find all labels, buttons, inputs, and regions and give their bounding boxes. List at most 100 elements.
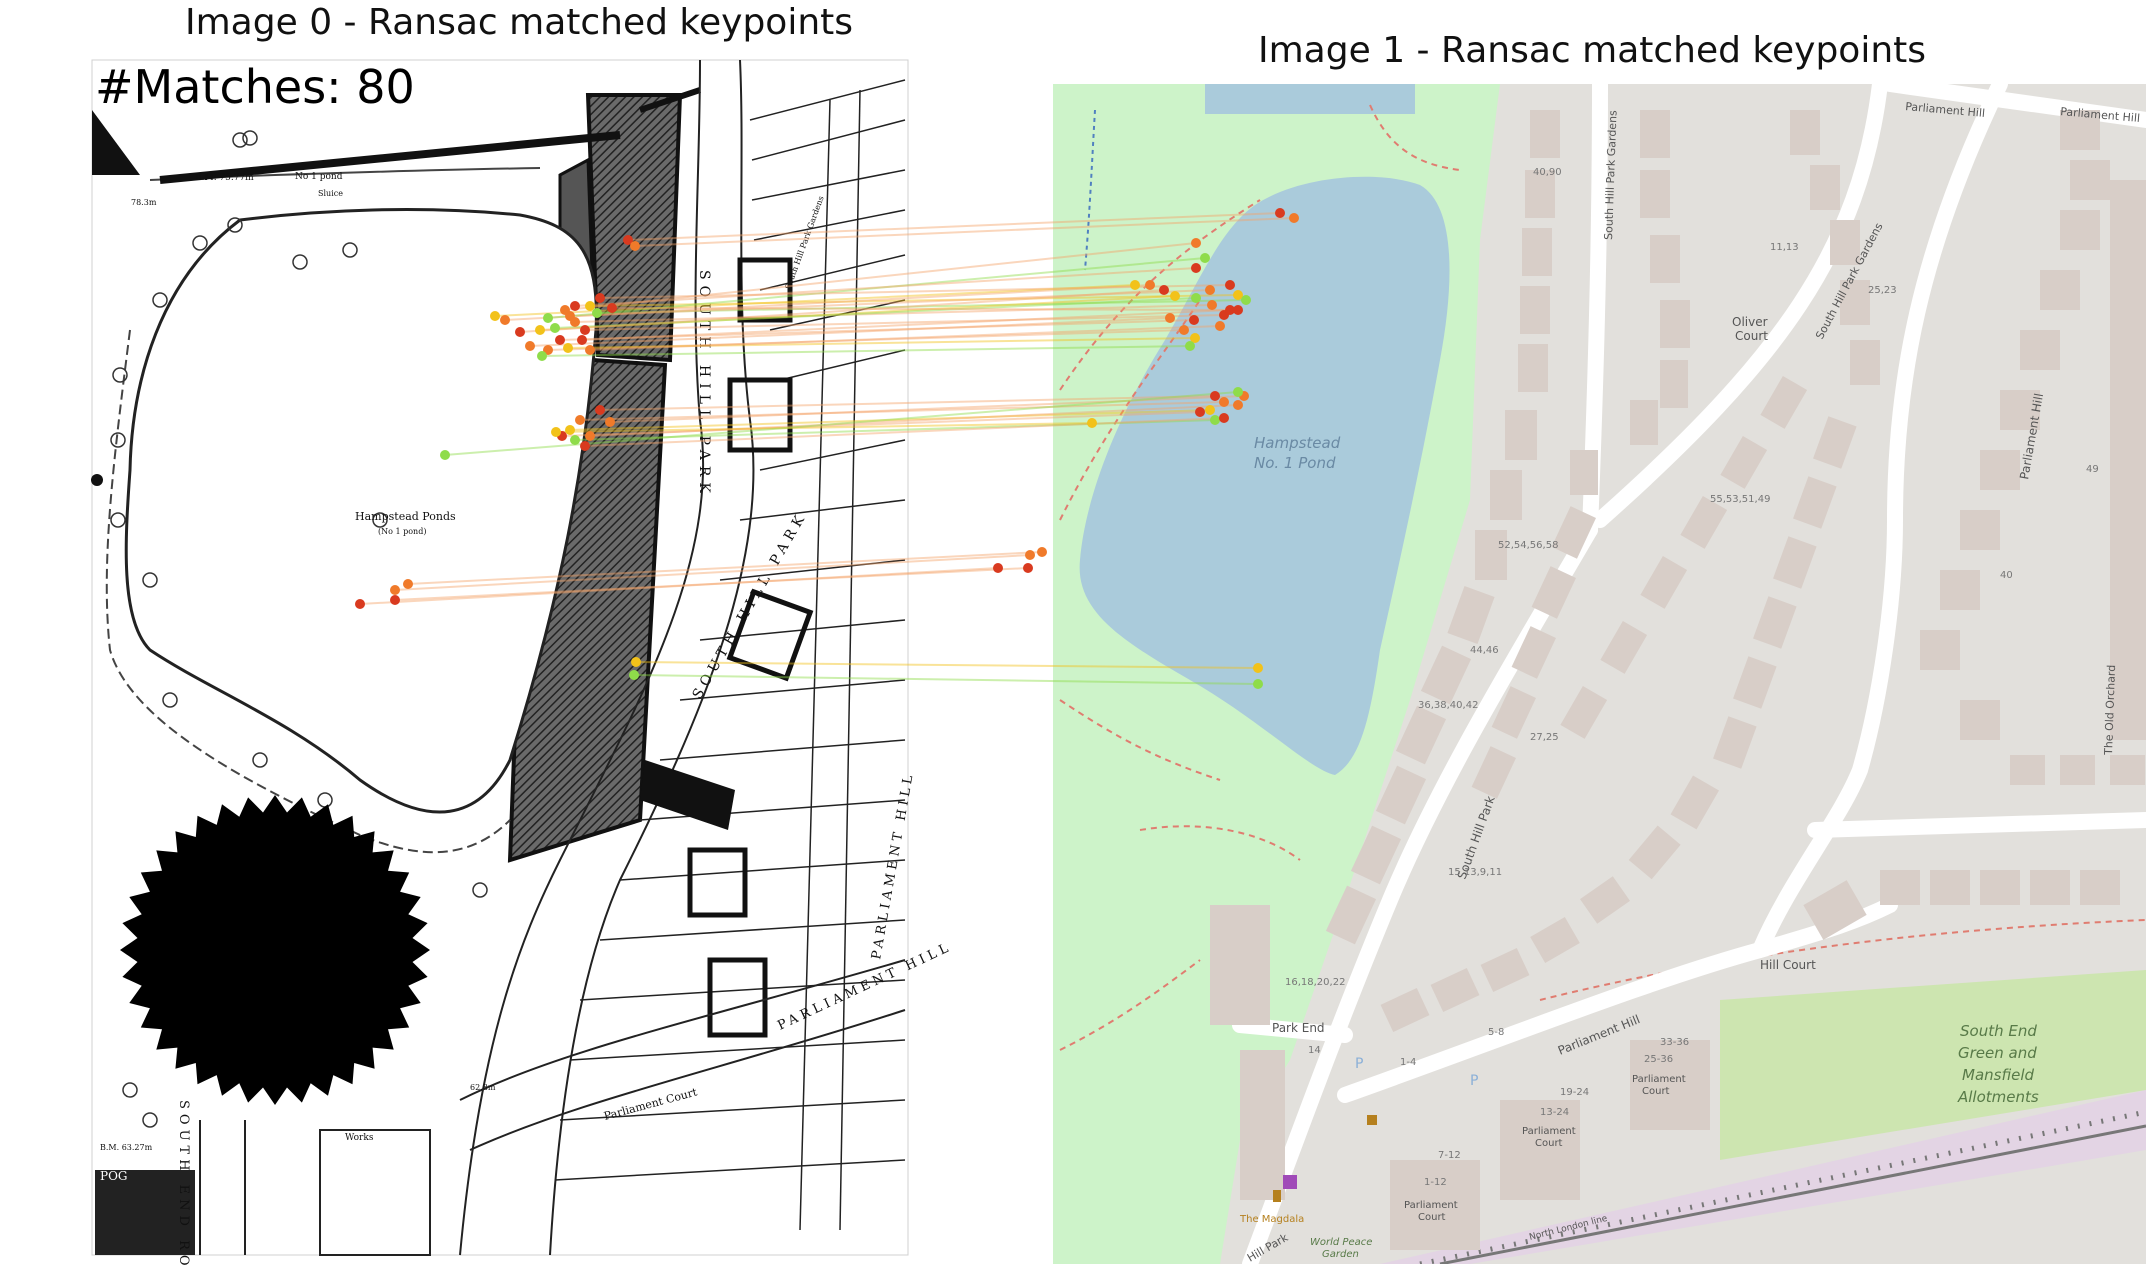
osm-house-numbers: 40,90 11,13 25,23 55,53,51,49 52,54,56,5… [1285,167,2099,1188]
keypoint [595,405,605,415]
keypoint [563,343,573,353]
match-line [567,337,1196,349]
osm-parl-court-1: Parliament [1632,1074,1686,1085]
keypoint [1210,415,1220,425]
osm-allotments-4: Allotments [1957,1088,2039,1106]
image0-title: Image 0 - Ransac matched keypoints [185,2,854,43]
keypoint [1130,280,1140,290]
svg-text:7-12: 7-12 [1438,1150,1461,1161]
svg-text:55,53,51,49: 55,53,51,49 [1710,494,1770,505]
match-line [633,674,1259,685]
old-road-south-hill-park: SOUTH HILL PARK [696,270,712,499]
keypoint [1225,305,1235,315]
svg-text:5-8: 5-8 [1488,1027,1504,1038]
keypoint [390,585,400,595]
svg-text:25,23: 25,23 [1868,285,1897,296]
svg-text:1-4: 1-4 [1400,1057,1416,1068]
keypoint [1170,291,1180,301]
osm-parl-court-1b: Court [1642,1086,1670,1097]
svg-text:16,18,20,22: 16,18,20,22 [1285,977,1345,988]
keypoint [570,435,580,445]
keypoint [1215,321,1225,331]
match-line [394,567,1029,601]
parking-icon: P [1355,1056,1363,1072]
keypoint [580,325,590,335]
old-elev1: 78.3m [131,198,157,207]
keypoint [1205,405,1215,415]
old-sluice: Sluice [318,189,343,198]
osm-peace-garden-2: Garden [1322,1249,1359,1260]
svg-text:15,13,9,11: 15,13,9,11 [1448,867,1502,878]
svg-text:40,90: 40,90 [1533,167,1562,178]
match-line [589,325,1221,351]
keypoint [585,345,595,355]
keypoint [390,595,400,605]
matches-count: #Matches: 80 [95,60,415,114]
osm-parl-court-2: Parliament [1522,1126,1576,1137]
keypoint [500,315,510,325]
svg-text:13-24: 13-24 [1540,1107,1569,1118]
keypoint [565,425,575,435]
match-line [547,329,1185,351]
match-line [541,345,1191,357]
pub-icon [1367,1115,1377,1125]
match-line [555,422,1093,433]
keypoint [580,441,590,451]
keypoint [1159,285,1169,295]
match-line [529,317,1171,347]
svg-text:11,13: 11,13 [1770,242,1799,253]
keypoint [551,427,561,437]
osm-pond-label: Hampstead [1254,434,1341,452]
bicycle-parking-icon: P [1470,1073,1478,1089]
match-line [564,242,1197,311]
svg-text:36,38,40,42: 36,38,40,42 [1418,700,1478,711]
osm-oliver-court-2: Court [1735,329,1768,343]
match-line [574,304,1213,323]
match-line [634,217,1295,247]
svg-text:49: 49 [2086,464,2099,475]
osm-allotments-1: South End [1960,1022,2037,1040]
svg-text:44,46: 44,46 [1470,645,1499,656]
keypoint [550,323,560,333]
old-works: Works [345,1133,374,1143]
keypoint [1165,313,1175,323]
keypoint [1179,325,1189,335]
svg-text:14: 14 [1308,1045,1321,1056]
image1-title: Image 1 - Ransac matched keypoints [1258,30,1927,71]
old-elev2: 62.8m [470,1083,496,1092]
osm-parl-court-2b: Court [1535,1138,1563,1149]
svg-text:25-36: 25-36 [1644,1054,1673,1065]
keypoint [1025,550,1035,560]
keypoint [592,308,602,318]
keypoint [1289,213,1299,223]
match-line [554,297,1197,329]
keypoint [629,670,639,680]
match-lines [359,212,1295,685]
keypoint [440,450,450,460]
keypoint [1023,563,1033,573]
old-bm-label: B.M. 75.77m [195,173,254,183]
match-line [589,404,1239,437]
match-line [561,411,1201,437]
old-bm2: B.M. 63.27m [100,1143,153,1152]
keypoint [1225,280,1235,290]
toilets-icon [1283,1175,1297,1189]
match-line [519,289,1165,333]
old-south-end-road: SOUTH END RO [176,1100,191,1271]
match-line [627,212,1281,241]
match-line [579,401,1225,421]
keypoint [1191,293,1201,303]
old-survey-map: Hampstead Ponds (No 1 pond) B.M. 75.77m … [91,59,954,1271]
keypoint [605,417,615,427]
keypoint [585,431,595,441]
match-line [359,567,999,605]
match-line [407,551,1043,585]
match-line [547,257,1206,319]
osm-hill-court: Hill Court [1760,958,1816,972]
keypoint [537,351,547,361]
keypoint [1219,413,1229,423]
keypoint [1253,679,1263,689]
old-pond-label: Hampstead Ponds [355,510,456,523]
match-line [581,309,1231,341]
